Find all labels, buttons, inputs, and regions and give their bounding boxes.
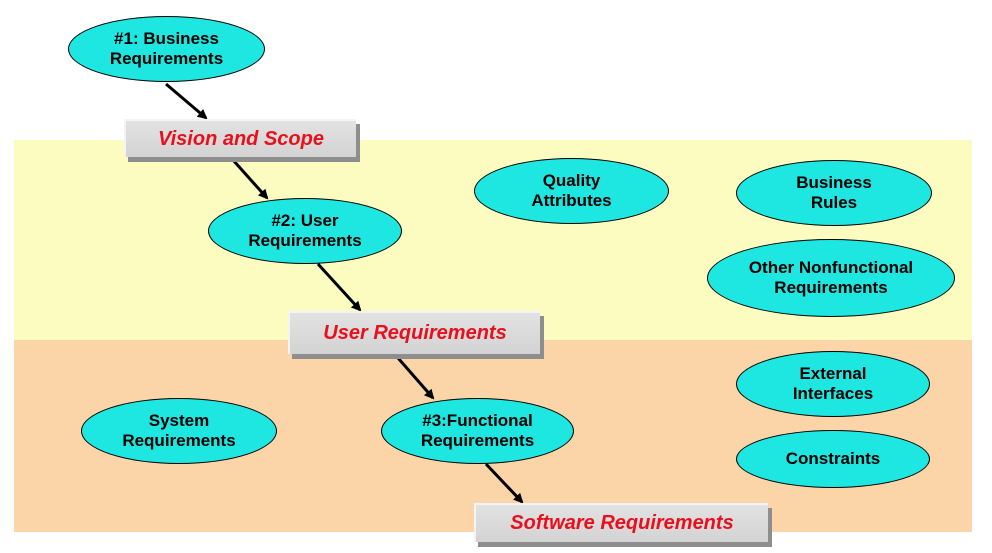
quality-attributes-node: Quality Attributes: [474, 158, 669, 224]
other-nonfunctional-node: Other Nonfunctional Requirements: [707, 239, 955, 317]
system-requirements-node: System Requirements: [81, 398, 277, 464]
user-requirements-node: #2: User Requirements: [208, 198, 402, 264]
business-requirements-node: #1: Business Requirements: [68, 16, 265, 82]
software-requirements-doc: Software Requirements: [474, 503, 768, 542]
functional-requirements-node: #3:Functional Requirements: [381, 398, 574, 464]
business-rules-node: Business Rules: [736, 160, 932, 226]
external-interfaces-node: External Interfaces: [736, 351, 930, 417]
arrow-business-to-vision: [165, 82, 208, 120]
constraints-node: Constraints: [736, 430, 930, 488]
user-requirements-doc: User Requirements: [288, 311, 540, 354]
vision-scope-doc: Vision and Scope: [124, 119, 356, 157]
